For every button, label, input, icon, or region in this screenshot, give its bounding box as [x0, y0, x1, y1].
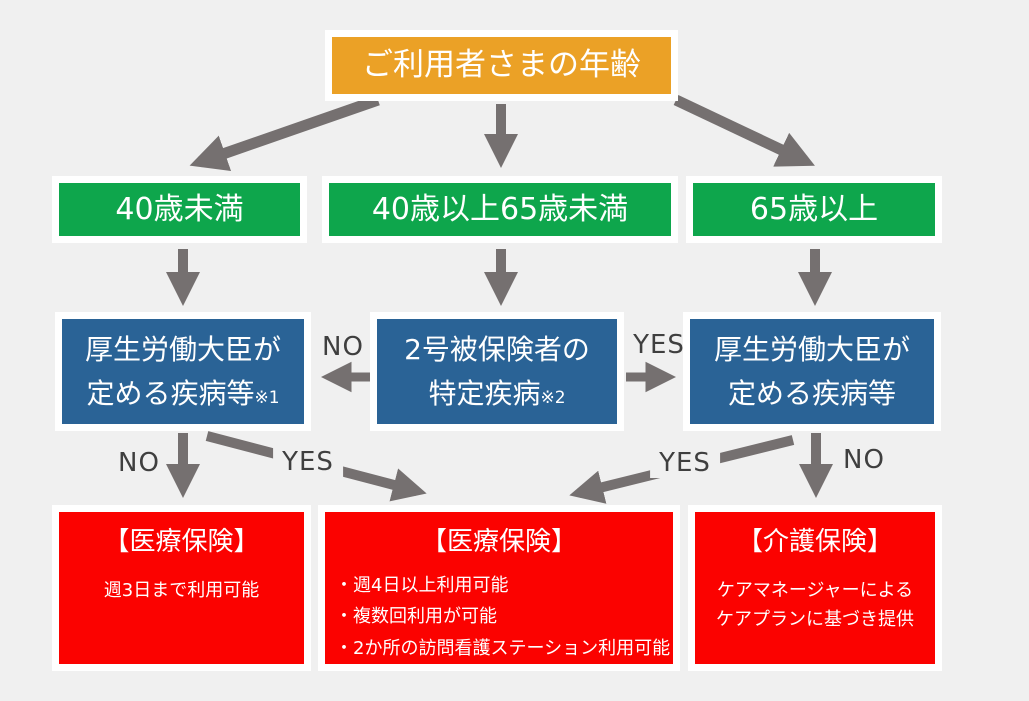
cond-right-line2: 定める疾病等 — [727, 376, 896, 410]
arrow-root-to-under40 — [189, 94, 380, 171]
node-age-under40-label: 40歳未満 — [115, 192, 244, 227]
node-age-under40: 40歳未満 — [52, 176, 307, 243]
node-age-over65-label: 65歳以上 — [749, 192, 879, 227]
node-outcome-medical-limited: 【医療保険】 週3日まで利用可能 — [52, 505, 311, 671]
outcome-mid-line2: ・複数回利用が可能 — [335, 606, 497, 628]
outcome-right-line1: ケアマネージャーによる — [716, 579, 914, 601]
node-cond-mid-specified-disease: 2号被保険者の 特定疾病※2 — [370, 312, 624, 431]
outcome-mid-title: 【医療保険】 — [420, 527, 577, 557]
outcome-mid-lines: ・週4日以上利用可能 ・複数回利用が可能 ・2か所の訪問看護ステーション利用可能 — [325, 570, 670, 665]
arrow-root-to-over65 — [673, 95, 815, 167]
edge-label-right-bottom-no: NO — [843, 445, 885, 475]
node-age-40to65-label: 40歳以上65歳未満 — [371, 192, 629, 227]
node-outcome-medical-extended: 【医療保険】 ・週4日以上利用可能 ・複数回利用が可能 ・2か所の訪問看護ステー… — [318, 505, 680, 671]
outcome-right-lines: ケアマネージャーによる ケアプランに基づき提供 — [716, 576, 914, 635]
outcome-left-title: 【医療保険】 — [103, 527, 260, 557]
node-age-40to65: 40歳以上65歳未満 — [322, 176, 678, 243]
cond-mid-note: ※2 — [540, 387, 566, 408]
edge-label-left-bottom-yes: YES — [273, 447, 343, 477]
node-age-question-label: ご利用者さまの年齢 — [362, 47, 641, 84]
node-age-question: ご利用者さまの年齢 — [325, 30, 678, 101]
cond-left-note: ※1 — [254, 387, 280, 408]
outcome-left-lines: 週3日まで利用可能 — [104, 576, 259, 606]
outcome-right-line2: ケアプランに基づき提供 — [716, 609, 914, 631]
node-outcome-longterm-care: 【介護保険】 ケアマネージャーによる ケアプランに基づき提供 — [688, 505, 942, 671]
edge-label-right-bottom-yes: YES — [650, 448, 720, 478]
outcome-mid-line3: ・2か所の訪問看護ステーション利用可能 — [335, 637, 671, 659]
node-cond-left-designated-disease: 厚生労働大臣が 定める疾病等※1 — [55, 312, 311, 431]
outcome-right-title: 【介護保険】 — [736, 527, 893, 557]
node-age-over65: 65歳以上 — [686, 176, 942, 243]
edge-label-mid-yes: YES — [633, 330, 685, 360]
node-cond-right-designated-disease: 厚生労働大臣が 定める疾病等 — [683, 312, 941, 431]
cond-mid-line1: 2号被保険者の — [404, 333, 590, 367]
edge-label-left-bottom-no: NO — [118, 448, 160, 478]
cond-left-line1: 厚生労働大臣が — [84, 333, 281, 367]
outcome-mid-line1: ・週4日以上利用可能 — [335, 574, 509, 596]
cond-right-line1: 厚生労働大臣が — [713, 333, 910, 367]
cond-mid-line2: 特定疾病※2 — [428, 376, 566, 410]
cond-left-line2: 定める疾病等※1 — [86, 376, 280, 410]
outcome-left-line1: 週3日まで利用可能 — [103, 579, 260, 601]
edge-label-mid-no: NO — [322, 332, 364, 362]
